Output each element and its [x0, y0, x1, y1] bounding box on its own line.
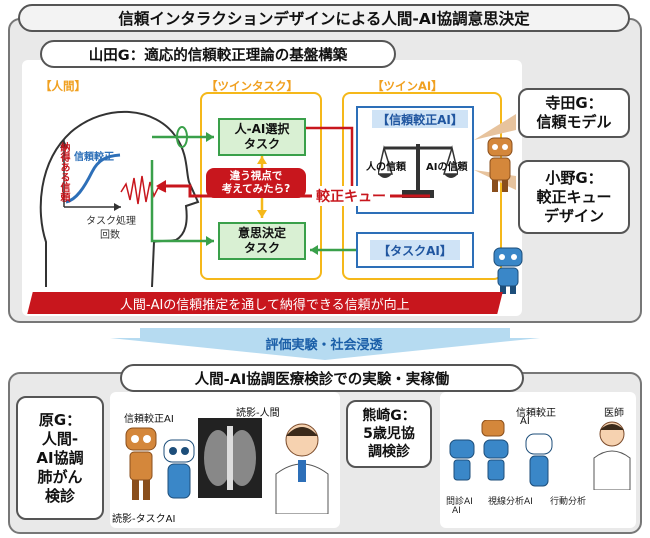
human-ai-selection-task: 人-AI選択タスク	[218, 118, 306, 156]
scale-human-trust: 人の信頼	[366, 162, 406, 173]
hara-reading-human-label: 読影-人間	[236, 408, 280, 419]
flow-arrows	[150, 114, 516, 255]
calibration-cue-label: 較正キュー	[312, 186, 390, 206]
noise-wave	[120, 175, 167, 205]
evaluation-label: 評価実験・社会浸透	[265, 337, 383, 353]
kz-doctor-label: 医師	[604, 408, 624, 419]
kz-calibration-ai-label-2: AI	[520, 416, 530, 427]
human-label: 【人間】	[40, 79, 86, 93]
scale-ai-trust: AIの信頼	[426, 162, 468, 173]
graph-y-label: 納得ある信頼	[58, 142, 69, 202]
balance-scale-icon	[378, 144, 458, 198]
robot-icon	[125, 427, 195, 500]
doctor-icon	[275, 423, 329, 514]
task-ai-label: 【タスクAI】	[370, 240, 460, 260]
hara-reading-ai-label: 読影-タスクAI	[112, 514, 176, 525]
human-head-graphic	[39, 111, 200, 288]
hara-calibration-ai-label: 信頼較正AI	[124, 414, 174, 425]
robot-icon	[493, 247, 523, 294]
robot-icon	[487, 137, 513, 192]
kz-interview-ai-label-2: AI	[452, 506, 461, 516]
ono-group-callout: 小野G：較正キューデザイン	[518, 160, 630, 234]
hara-group-callout: 原G：人間- AI協調肺がん 検診	[16, 396, 104, 520]
graph-x-label-2: 回数	[100, 230, 120, 241]
decision-task: 意思決定タスク	[218, 222, 306, 260]
yamada-group-title: 山田G：適応的信頼較正理論の基盤構築	[40, 40, 396, 68]
twin-task-label: 【ツインタスク】	[206, 79, 298, 93]
trust-calibration-ai-label: 【信頼較正AI】	[372, 110, 468, 128]
graph-x-label-1: タスク処理	[86, 216, 136, 227]
robot-group-icon	[449, 420, 553, 487]
terada-group-callout: 寺田G：信頼モデル	[518, 88, 630, 138]
kz-interview-ai-label-1: 問診AI	[446, 497, 473, 507]
down-arrow	[110, 328, 540, 360]
calibration-curve	[65, 153, 121, 204]
xray-image	[198, 418, 262, 498]
kumazaki-group-callout: 熊崎G：5歳児協調検診	[346, 400, 432, 468]
twin-ai-label: 【ツインAI】	[372, 79, 443, 93]
speech-bubble: 違う視点で考えてみたら?	[206, 168, 306, 198]
doctor-icon	[593, 421, 631, 490]
main-title: 信頼インタラクションデザインによる人間-AI協調意思決定	[18, 4, 630, 32]
kz-calibration-ai-label-1: 信頼較正	[516, 408, 556, 419]
graph-curve-label: 信頼較正	[74, 152, 114, 163]
medical-checkup-title: 人間-AI協調医療検診での実験・実稼働	[120, 364, 524, 392]
kz-gaze-ai-label: 視線分析AI	[488, 497, 533, 507]
kz-behavior-ai-label: 行動分析	[550, 497, 587, 507]
trust-improvement-banner: 人間-AIの信頼推定を通して納得できる信頼が向上	[27, 292, 503, 314]
